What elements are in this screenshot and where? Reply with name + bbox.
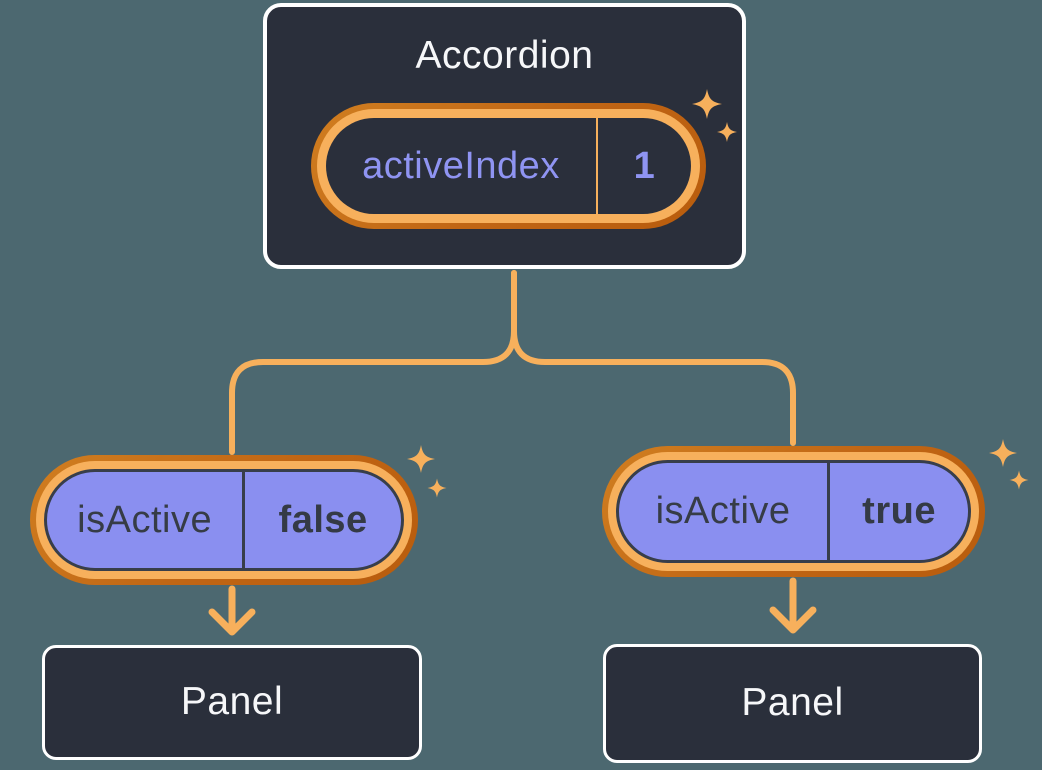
state-name: isActive bbox=[655, 490, 791, 532]
state-pill-highlight-ring: isActive true bbox=[608, 452, 979, 571]
state-pill-is-active-left: isActive false bbox=[30, 455, 418, 585]
state-value: true bbox=[862, 490, 936, 532]
panel-node-right: Panel bbox=[603, 644, 982, 763]
arrow-right-head bbox=[769, 606, 817, 634]
sparkle-icon bbox=[407, 445, 435, 473]
state-name: isActive bbox=[77, 498, 213, 541]
state-pill-highlight-ring: isActive false bbox=[36, 461, 412, 579]
state-value: 1 bbox=[633, 144, 656, 187]
panel-node-left: Panel bbox=[42, 645, 422, 760]
panel-title: Panel bbox=[741, 681, 844, 725]
state-value: false bbox=[278, 498, 368, 541]
state-pill-active-index: activeIndex 1 bbox=[311, 103, 706, 229]
arrow-left-head bbox=[208, 608, 256, 636]
state-name: activeIndex bbox=[362, 144, 560, 187]
state-pill-is-active-right: isActive true bbox=[602, 446, 985, 577]
sparkle-icon bbox=[427, 478, 447, 498]
state-pill-highlight-ring: activeIndex 1 bbox=[317, 109, 700, 223]
sparkle-icon bbox=[989, 439, 1017, 467]
tree-branch-left bbox=[229, 270, 517, 455]
accordion-title: Accordion bbox=[415, 34, 594, 77]
sparkle-icon bbox=[1009, 470, 1029, 490]
panel-title: Panel bbox=[180, 680, 284, 724]
tree-branch-right bbox=[511, 270, 796, 446]
